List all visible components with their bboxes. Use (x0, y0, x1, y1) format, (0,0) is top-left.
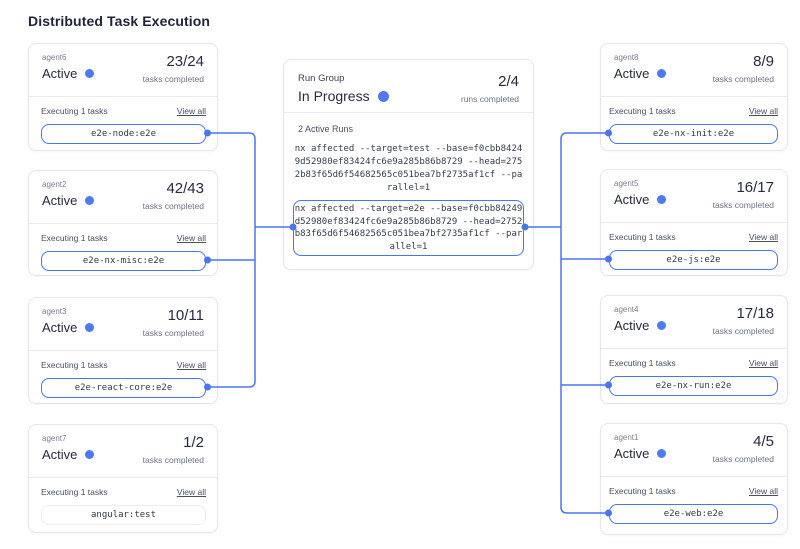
task-pill[interactable]: e2e-nx-misc:e2e (41, 251, 206, 271)
agent-name: agent4 (614, 305, 666, 314)
executing-label: Executing 1 tasks (609, 486, 676, 497)
tasks-progress-label: tasks completed (713, 454, 774, 464)
executing-label: Executing 1 tasks (609, 358, 676, 369)
agent-name: agent8 (614, 53, 666, 62)
agent-card-agent6: agent6 Active 23/24 tasks completed Exec… (28, 43, 218, 151)
runs-progress: 2/4 (461, 73, 519, 90)
active-status-dot (657, 321, 666, 330)
agent-name: agent6 (42, 53, 94, 62)
executing-label: Executing 1 tasks (41, 487, 108, 498)
agent-name: agent1 (614, 433, 666, 442)
agent-status-label: Active (614, 446, 649, 461)
active-status-dot (657, 449, 666, 458)
active-status-dot (657, 195, 666, 204)
executing-label: Executing 1 tasks (41, 360, 108, 371)
agent-status-label: Active (42, 193, 77, 208)
active-runs-label: 2 Active Runs (293, 124, 524, 135)
tasks-progress: 17/18 (713, 305, 774, 322)
agent-card-agent4: agent4 Active 17/18 tasks completed Exec… (600, 295, 788, 404)
agent-card-agent7: agent7 Active 1/2 tasks completed Execut… (28, 424, 218, 533)
view-all-link[interactable]: View all (177, 487, 206, 498)
view-all-link[interactable]: View all (177, 360, 206, 371)
task-pill[interactable]: e2e-js:e2e (609, 250, 778, 270)
agent-card-agent8: agent8 Active 8/9 tasks completed Execut… (600, 43, 788, 151)
runs-progress-label: runs completed (461, 94, 519, 104)
task-pill[interactable]: e2e-node:e2e (41, 124, 206, 144)
active-status-dot (657, 69, 666, 78)
agent-status-label: Active (614, 192, 649, 207)
tasks-progress-label: tasks completed (143, 455, 204, 465)
run-group-status: In Progress (298, 88, 370, 104)
active-status-dot (85, 323, 94, 332)
tasks-progress-label: tasks completed (713, 200, 774, 210)
task-pill[interactable]: e2e-nx-init:e2e (609, 124, 778, 144)
view-all-link[interactable]: View all (749, 232, 778, 243)
tasks-progress: 8/9 (713, 53, 774, 70)
task-pill[interactable]: e2e-web:e2e (609, 504, 778, 524)
view-all-link[interactable]: View all (749, 358, 778, 369)
tasks-progress: 4/5 (713, 433, 774, 450)
executing-label: Executing 1 tasks (609, 232, 676, 243)
view-all-link[interactable]: View all (749, 486, 778, 497)
tasks-progress: 1/2 (143, 434, 204, 451)
agent-card-agent1: agent1 Active 4/5 tasks completed Execut… (600, 423, 788, 535)
run-command-active[interactable]: nx affected --target=e2e --base=f0cbb842… (293, 200, 524, 256)
executing-label: Executing 1 tasks (609, 106, 676, 117)
task-pill[interactable]: angular:test (41, 505, 206, 525)
page-title: Distributed Task Execution (28, 13, 210, 29)
agent-status-label: Active (42, 320, 77, 335)
agent-name: agent7 (42, 434, 94, 443)
agent-status-label: Active (42, 66, 77, 81)
task-pill[interactable]: e2e-react-core:e2e (41, 378, 206, 398)
view-all-link[interactable]: View all (177, 106, 206, 117)
run-group-label: Run Group (298, 73, 389, 84)
agent-name: agent3 (42, 307, 94, 316)
run-group-card: Run Group In Progress 2/4 runs completed… (283, 59, 534, 270)
tasks-progress: 10/11 (143, 307, 204, 324)
active-status-dot (85, 69, 94, 78)
task-pill[interactable]: e2e-nx-run:e2e (609, 376, 778, 396)
agent-status-label: Active (614, 66, 649, 81)
active-status-dot (85, 196, 94, 205)
tasks-progress: 16/17 (713, 179, 774, 196)
tasks-progress-label: tasks completed (143, 201, 204, 211)
executing-label: Executing 1 tasks (41, 106, 108, 117)
active-status-dot (85, 450, 94, 459)
in-progress-status-dot (378, 91, 389, 102)
tasks-progress-label: tasks completed (713, 326, 774, 336)
tasks-progress-label: tasks completed (713, 74, 774, 84)
view-all-link[interactable]: View all (177, 233, 206, 244)
agent-card-agent5: agent5 Active 16/17 tasks completed Exec… (600, 169, 788, 276)
agent-card-agent2: agent2 Active 42/43 tasks completed Exec… (28, 170, 218, 276)
agent-name: agent5 (614, 179, 666, 188)
agent-name: agent2 (42, 180, 94, 189)
tasks-progress: 42/43 (143, 180, 204, 197)
agent-status-label: Active (42, 447, 77, 462)
agent-card-agent3: agent3 Active 10/11 tasks completed Exec… (28, 297, 218, 404)
run-command: nx affected --target=test --base=f0cbb84… (293, 143, 524, 195)
agent-status-label: Active (614, 318, 649, 333)
tasks-progress: 23/24 (143, 53, 204, 70)
tasks-progress-label: tasks completed (143, 74, 204, 84)
executing-label: Executing 1 tasks (41, 233, 108, 244)
tasks-progress-label: tasks completed (143, 328, 204, 338)
view-all-link[interactable]: View all (749, 106, 778, 117)
